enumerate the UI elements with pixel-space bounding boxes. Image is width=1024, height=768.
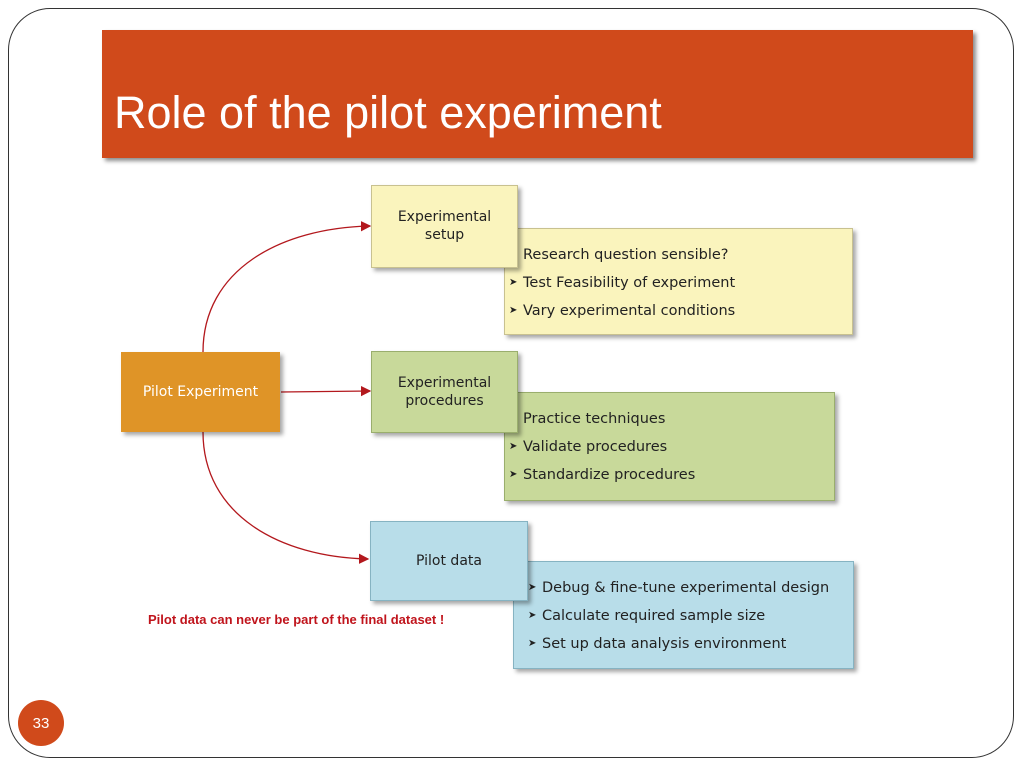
list-item: ➤Set up data analysis environment xyxy=(528,636,787,652)
chevron-right-icon: ➤ xyxy=(509,305,518,316)
chevron-right-icon: ➤ xyxy=(509,469,518,480)
list-item: ➤Vary experimental conditions xyxy=(509,303,736,319)
page-number-badge: 33 xyxy=(18,700,64,746)
chevron-right-icon: ➤ xyxy=(528,582,537,593)
pilot-data-bullet-list: ➤Debug & fine-tune experimental design ➤… xyxy=(514,578,847,662)
list-item: ➤Practice techniques xyxy=(509,409,828,437)
arrow-to-pilot-data xyxy=(202,431,370,564)
list-item: ➤Debug & fine-tune experimental design xyxy=(528,580,830,596)
chevron-right-icon: ➤ xyxy=(528,610,537,621)
list-item: ➤Test Feasibility of experiment xyxy=(509,275,736,291)
warning-note: Pilot data can never be part of the fina… xyxy=(148,612,445,627)
chevron-right-icon: ➤ xyxy=(509,441,518,452)
slide-title: Role of the pilot experiment xyxy=(114,87,662,138)
pilot-experiment-label: Pilot Experiment xyxy=(142,384,259,400)
procedures-bullet-list: ➤Practice techniques ➤Validate procedure… xyxy=(505,409,828,493)
procedures-node-label: Experimental procedures xyxy=(397,375,492,409)
setup-bullet-list: ➤Research question sensible? ➤Test Feasi… xyxy=(505,245,846,329)
chevron-right-icon: ➤ xyxy=(528,638,537,649)
procedures-node: Experimental procedures xyxy=(371,351,518,433)
chevron-right-icon: ➤ xyxy=(509,277,518,288)
arrow-to-setup xyxy=(202,221,372,353)
setup-node: Experimental setup xyxy=(371,185,518,268)
pilot-data-node-label: Pilot data xyxy=(416,553,482,569)
pilot-data-node: Pilot data xyxy=(370,521,528,601)
pilot-data-details-box: ➤Debug & fine-tune experimental design ➤… xyxy=(513,561,854,669)
pilot-experiment-node: Pilot Experiment xyxy=(121,352,280,432)
arrow-to-procedures xyxy=(280,385,372,397)
list-item: ➤Standardize procedures xyxy=(509,467,696,483)
title-bar: Role of the pilot experiment xyxy=(102,30,973,158)
setup-details-box: ➤Research question sensible? ➤Test Feasi… xyxy=(504,228,853,335)
procedures-details-box: ➤Practice techniques ➤Validate procedure… xyxy=(504,392,835,501)
list-item: ➤Research question sensible? xyxy=(509,245,846,273)
list-item: ➤Calculate required sample size xyxy=(528,608,766,624)
page-number: 33 xyxy=(32,714,50,732)
list-item: ➤Validate procedures xyxy=(509,439,668,455)
setup-node-label: Experimental setup xyxy=(397,209,492,243)
